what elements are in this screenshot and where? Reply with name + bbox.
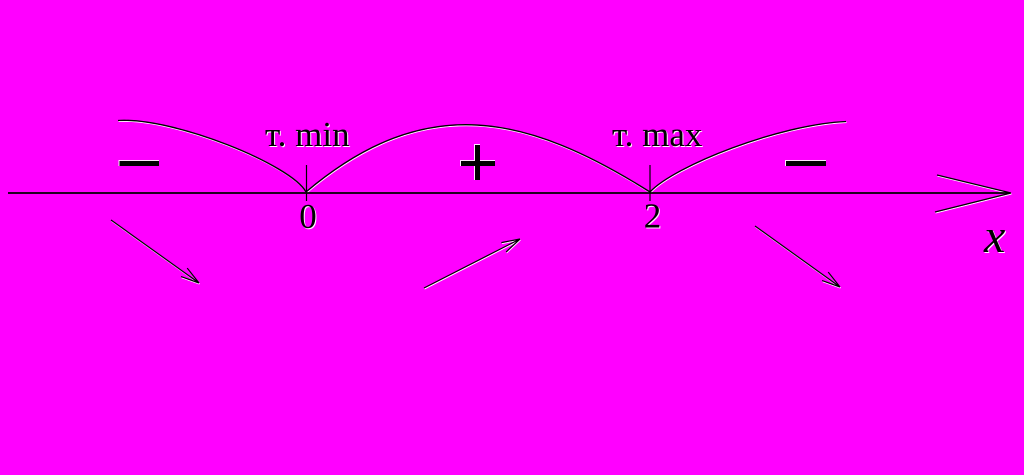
svg-text:2: 2 xyxy=(645,198,663,237)
svg-text:x: x xyxy=(983,210,1005,263)
svg-text:2: 2 xyxy=(644,197,662,236)
svg-text:т. max: т. max xyxy=(612,115,703,154)
svg-text:т. min: т. min xyxy=(266,116,351,155)
svg-text:0: 0 xyxy=(300,198,318,237)
svg-text:т. max: т. max xyxy=(613,116,704,155)
svg-text:x: x xyxy=(984,211,1006,264)
svg-text:0: 0 xyxy=(299,197,317,236)
svg-text:т. min: т. min xyxy=(265,115,350,154)
